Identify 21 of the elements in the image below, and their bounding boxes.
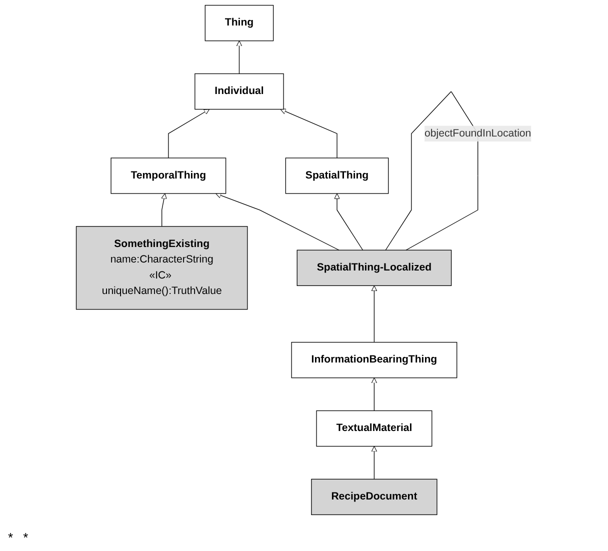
arrow [372,378,378,412]
arrow [334,193,364,250]
node-box: InformationBearingThing [292,342,458,378]
node-box: Individual [194,73,284,110]
node-box: Thing [205,4,274,42]
node-box: SpatialThing [286,158,389,194]
node-box: SomethingExisting name:CharacterString «IC» uniqueName():TruthValue [76,226,248,310]
arrow [168,109,210,158]
node-box: TemporalThing [111,158,226,194]
arrow [372,285,378,343]
edge-label: objectFoundInLocation [424,128,532,139]
arrow [236,40,242,74]
multiplicity-label: * [8,530,14,545]
arrow [372,446,378,480]
arrow [216,192,340,250]
node-box: RecipeDocument [311,478,438,516]
arrow [161,193,168,227]
arrow [280,108,338,158]
node-box: TextualMaterial [316,410,433,447]
multiplicity-label: * [23,530,28,545]
node-box: SpatialThing-Localized [297,250,452,286]
